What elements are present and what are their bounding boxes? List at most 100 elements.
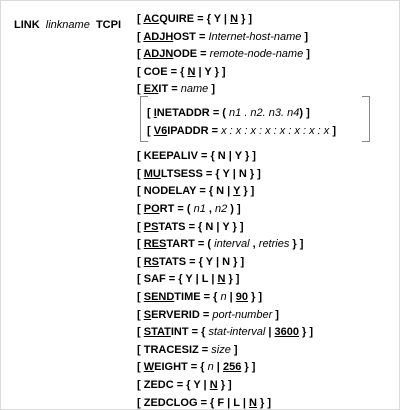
param-sendtime: [ SENDTIME = { n | 90 } ] — [137, 290, 262, 304]
default-value: 256 — [222, 361, 242, 374]
param-zedc: [ ZEDC = { Y | N } ] — [137, 378, 232, 392]
bracket-close: } ] — [217, 379, 232, 391]
param-acquire: [ ACQUIRE = { Y | N } ] — [137, 12, 252, 26]
bracket-open: [ — [137, 48, 144, 61]
keyword-rest: TATS — [158, 220, 186, 233]
operator: = ( — [194, 238, 215, 251]
operator: = { Y | N } ] — [186, 255, 245, 268]
argument: retries — [258, 238, 290, 251]
argument: stat-interval — [208, 326, 266, 339]
argument: interval — [214, 238, 250, 251]
bracket-close: } ] — [238, 13, 253, 25]
bracket-close: ] — [329, 124, 337, 137]
param-zedclog: [ ZEDCLOG = { F | L | N } ] — [137, 396, 271, 410]
argument: n1 — [193, 203, 206, 215]
keyword-rest: INT — [170, 326, 189, 339]
keyword-abbrev: AC — [143, 13, 160, 25]
bracket-close: ] — [272, 308, 279, 321]
operator: = { N | Y } ] — [185, 220, 244, 233]
keyword-rest: RT — [159, 203, 175, 215]
keyword-rest: LTSESS — [160, 167, 203, 180]
argument: port-number — [212, 308, 273, 321]
keyword-rest: TIME — [174, 291, 201, 303]
operator: = { Y | N } ] — [202, 167, 261, 180]
operator: = — [195, 30, 209, 43]
bracket-close: ] — [301, 30, 309, 43]
separator: , — [205, 203, 215, 215]
argument: n1 . n2. n3. n4 — [229, 107, 300, 119]
link-keyword: LINK — [14, 19, 40, 31]
bracket-close: ) ] — [299, 107, 310, 119]
keyword-abbrev: SEND — [143, 291, 175, 303]
keyword-abbrev: STAT — [143, 326, 171, 339]
keyword-rest: NETADDR — [156, 107, 210, 119]
bracket-open: [ — [137, 185, 144, 198]
bracket-open: [ — [137, 30, 144, 43]
argument: name — [180, 83, 209, 96]
command-keyword: LINK linkname TCPI — [14, 19, 121, 31]
param-port: [ PORT = ( n1 , n2 ) ] — [137, 202, 241, 216]
keyword-abbrev: W — [143, 361, 155, 374]
separator: | — [226, 291, 236, 303]
argument: n2 — [215, 203, 228, 215]
operator: = { Y | L | — [165, 273, 218, 286]
argument: x : x : x : x : x : x : x : x — [221, 124, 330, 137]
tcpi-keyword: TCPI — [95, 19, 122, 31]
bracket-close: ] — [303, 48, 310, 61]
operator: = { — [188, 326, 209, 339]
default-value: N — [187, 65, 196, 78]
bracket-close: } ] — [248, 291, 263, 303]
param-v6ipaddr: [ V6IPADDR = x : x : x : x : x : x : x :… — [147, 124, 336, 138]
param-statint: [ STATINT = { stat-interval | 3600 } ] — [137, 325, 313, 339]
param-nodelay: [ NODELAY = { N | Y } ] — [137, 184, 254, 198]
bracket-close: ] — [208, 83, 216, 96]
keyword-rest: NODELAY — [143, 185, 197, 198]
bracket-open: [ — [137, 238, 144, 251]
bracket-open: [ — [137, 255, 144, 268]
bracket-open: [ — [137, 220, 144, 233]
bracket-open: [ — [137, 83, 144, 96]
default-value: N — [249, 396, 257, 409]
keyword-rest: SAF — [143, 273, 166, 286]
keyword-rest: KEEPALIV — [143, 150, 198, 163]
operator: = — [197, 48, 210, 61]
param-pstats: [ PSTATS = { N | Y } ] — [137, 220, 244, 234]
operator: = { Y | — [173, 379, 210, 391]
bracket-open: [ — [137, 291, 144, 303]
operator: = { — [187, 361, 208, 374]
param-tracesiz: [ TRACESIZ = size ] — [137, 343, 238, 357]
bracket-open: [ — [137, 379, 144, 391]
argument: size — [211, 343, 231, 356]
param-adjhost: [ ADJHOST = Internet-host-name ] — [137, 30, 308, 44]
keyword-abbrev: S — [143, 308, 152, 321]
operator: = ( — [174, 203, 194, 215]
operator: = { — [200, 291, 221, 303]
separator: | — [213, 361, 223, 374]
default-value: Y — [233, 185, 241, 198]
keyword-rest: ODE — [173, 48, 198, 61]
bracket-left — [140, 96, 148, 142]
argument: n — [220, 291, 227, 303]
argument: remote-node-name — [209, 48, 304, 61]
default-value: N — [209, 379, 218, 391]
keyword-abbrev: PO — [143, 203, 160, 215]
keyword-rest: ZEDC — [143, 379, 174, 391]
operator: = { F | L | — [197, 396, 250, 409]
bracket-open: [ — [137, 65, 144, 78]
default-value: N — [230, 13, 239, 25]
bracket-close: } ] — [298, 326, 314, 339]
keyword-rest: ERVERID — [151, 308, 200, 321]
bracket-close: } ] — [256, 396, 272, 409]
argument: Internet-host-name — [208, 30, 302, 43]
keyword-abbrev: EX — [143, 83, 159, 96]
keyword-rest: IPADDR — [167, 124, 209, 137]
keyword-rest: COE — [143, 65, 168, 78]
bracket-close: } ] — [289, 238, 304, 251]
keyword-rest: TART — [166, 238, 195, 251]
keyword-rest: IT — [158, 83, 169, 96]
keyword-abbrev: V6 — [153, 124, 168, 137]
bracket-open: [ — [137, 167, 144, 180]
param-saf: [ SAF = { Y | L | N } ] — [137, 272, 239, 286]
param-restart: [ RESTART = ( interval , retries } ] — [137, 237, 303, 251]
operator: = ( — [209, 107, 230, 119]
